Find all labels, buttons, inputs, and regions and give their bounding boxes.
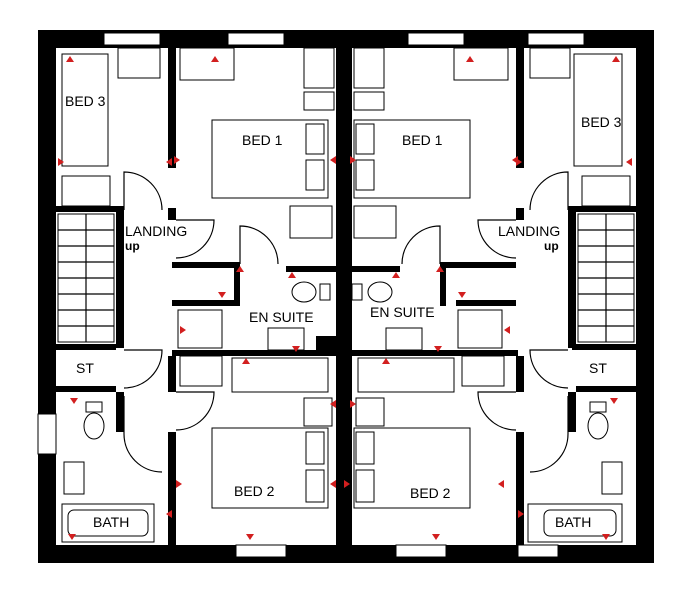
bed1-left-label: BED 1 [242, 132, 283, 148]
bed2-right-label: BED 2 [410, 485, 451, 501]
furniture [61, 47, 631, 427]
ensuite-right-label: EN SUITE [370, 304, 435, 320]
beds [61, 53, 623, 509]
sanitary-fixtures [61, 281, 623, 543]
stairs-left [57, 213, 115, 343]
doors [123, 171, 569, 473]
st-left-label: ST [76, 360, 94, 376]
bath-left-label: BATH [93, 514, 129, 530]
landing-right-label: LANDING [498, 223, 560, 239]
up-right-label: up [544, 239, 559, 253]
bed1-right-label: BED 1 [402, 132, 443, 148]
stairs-right [577, 213, 635, 343]
red-markers [58, 56, 632, 540]
bed3-left-label: BED 3 [65, 93, 106, 109]
st-right-label: ST [589, 360, 607, 376]
bed2-left-label: BED 2 [234, 483, 275, 499]
bath-right-label: BATH [555, 514, 591, 530]
windows [37, 32, 585, 558]
room-labels: BED 3 BED 1 BED 1 BED 3 LANDING up LANDI… [65, 93, 622, 530]
interior-walls [56, 48, 636, 545]
ensuite-left-label: EN SUITE [249, 309, 314, 325]
bed3-right-label: BED 3 [581, 114, 622, 130]
up-left-label: up [125, 239, 140, 253]
landing-left-label: LANDING [125, 223, 187, 239]
